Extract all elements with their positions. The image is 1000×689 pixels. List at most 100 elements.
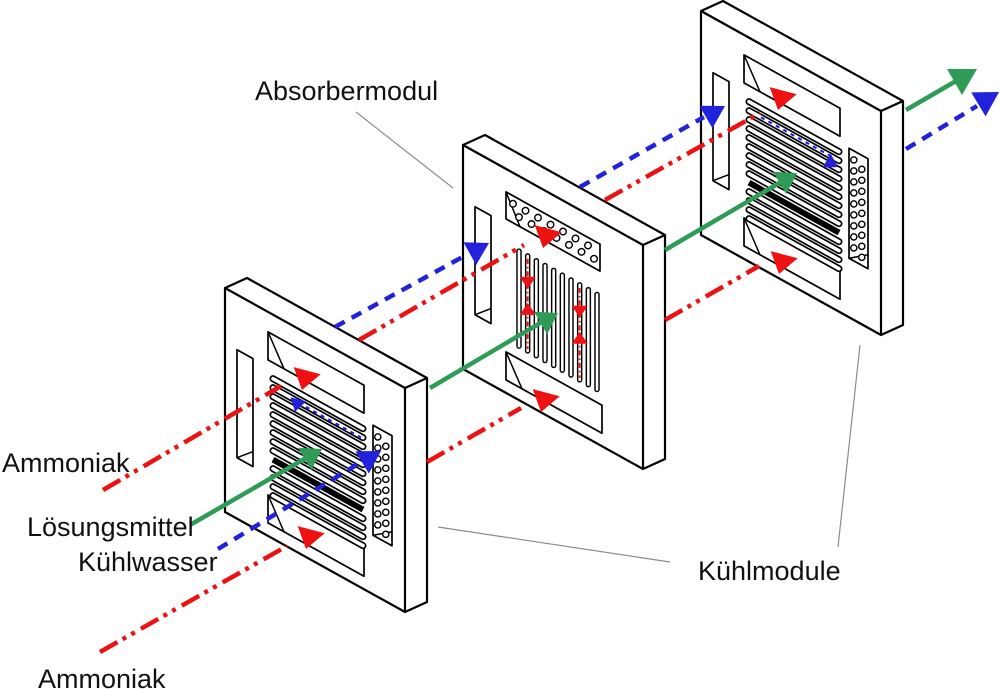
ammonia-up-arrowhead-icon [519,302,536,315]
perforation-dot [381,530,390,539]
perforation-dot [565,240,574,249]
flow-ammoniak-upper-arrowhead-icon [293,367,321,390]
perforation-dot [373,510,382,518]
perforation-dot [850,222,858,230]
perforation-dot [373,499,382,507]
module-frame-edges [700,10,904,335]
perforation-dot [559,227,568,236]
perforation-dot [858,242,866,251]
perforation-dot [546,220,555,229]
perforation-dot [381,497,390,506]
flow-loesungsmittel-segment [904,79,958,112]
flow-kuehlwasser-arrowhead-icon [355,451,381,474]
right-strip-dots [373,433,390,539]
flow-kuehlwasser-arrowhead-icon [699,105,725,129]
labels-layer: Absorbermodul Ammoniak Lösungsmittel Küh… [2,76,841,689]
perforation-dot [577,247,586,256]
perforation-dot [590,254,599,263]
left-slot [712,71,730,191]
leader-lines [355,111,861,563]
flow-kuehlwasser-segment [578,115,706,189]
perforation-dot [534,213,543,222]
perforation-dot [850,233,858,241]
flow-loesungsmittel-arrowhead-icon [773,171,797,195]
bottom-slot [505,351,603,435]
flow-loesungsmittel-arrowhead-icon [534,311,558,335]
perforation-dot [381,453,390,462]
flow-kuehlwasser-segment [904,104,979,151]
left-slot-fold [236,450,254,459]
flow-ammoniak-lower-segment [425,406,523,464]
flow-ammoniak-lower-segment [663,264,761,322]
perforation-dot [373,488,382,496]
perforation-dot [858,187,866,196]
flow-ammoniak-upper-arrowhead-icon [769,87,797,110]
perforation-dot [584,241,593,250]
top-slot-fold [743,54,761,93]
flow-loesungsmittel-arrowhead-icon [947,69,977,95]
flow-loesungsmittel-segment [663,180,783,252]
perforation-dot [373,433,382,441]
perforation-dot [858,209,866,218]
perforation-dot [509,199,518,208]
label-ammoniak-top: Ammoniak [2,448,130,478]
flow-kuehlwasser-arrowhead-icon [971,92,999,117]
flow-loesungsmittel [188,69,977,527]
perforation-dot [381,486,390,495]
leader-line-kuehlmodule-left [437,526,671,563]
perforation-dot [850,211,858,219]
internal-ammonia-flow [519,258,588,378]
leader-line-absorbermodul [355,111,454,189]
perforation-dot [850,167,858,175]
module-frame-edges [224,287,428,612]
flow-kuehlwasser-segment [333,252,470,329]
coolant-arrowhead-icon [822,153,838,168]
leader-line-kuehlmodule-right [837,344,861,548]
flow-kuehlwasser [216,92,999,551]
internal-coolant-flow [290,397,362,439]
perforation-dot [515,213,524,222]
module-frame-edges [462,144,666,469]
perforation-dot [858,231,866,240]
perforation-dot [858,176,866,185]
label-loesungsmittel: Lösungsmittel [27,512,194,542]
label-absorbermodul: Absorbermodul [255,76,438,106]
left-slot [474,205,492,325]
perforation-dot [850,189,858,197]
ammonia-up-arrowhead-icon [571,331,588,344]
perforation-dot [858,165,866,174]
perforation-dot [850,156,858,164]
cooling-module-1 [223,276,429,614]
coolant-arrowhead-icon [290,397,307,412]
ammonia-down-arrowhead-icon [519,276,536,289]
channel-stack [745,98,843,273]
bottom-slot-fold [505,351,523,390]
flow-ammoniak-lower [98,251,798,654]
flow-loesungsmittel-arrowhead-icon [298,447,322,471]
perforation-dot [381,475,390,484]
perforation-dot [373,477,382,485]
left-slot [236,348,254,468]
channel-stack [269,375,367,550]
flow-kuehlwasser-segment [216,459,365,551]
perforation-dot [521,206,530,215]
internal-coolant-flow [760,116,838,168]
label-ammoniak-bottom: Ammoniak [38,664,166,689]
flow-arrows-layer [98,69,999,654]
perforation-dot [373,444,382,452]
perforation-dot [373,466,382,474]
left-slot-fold [474,307,492,316]
flow-loesungsmittel-segment [428,320,544,390]
perforation-dot [858,220,866,229]
flow-kuehlwasser-arrowhead-icon [463,242,489,265]
perforation-dot [571,234,580,243]
perforation-dot [850,244,858,252]
perforation-dot [381,508,390,517]
left-slot-fold [712,173,730,182]
perforation-dot [850,200,858,208]
flow-ammoniak-lower-arrowhead-icon [770,251,798,274]
flow-ammoniak-upper-segment [603,111,762,202]
bottom-slot-fold [267,494,285,533]
